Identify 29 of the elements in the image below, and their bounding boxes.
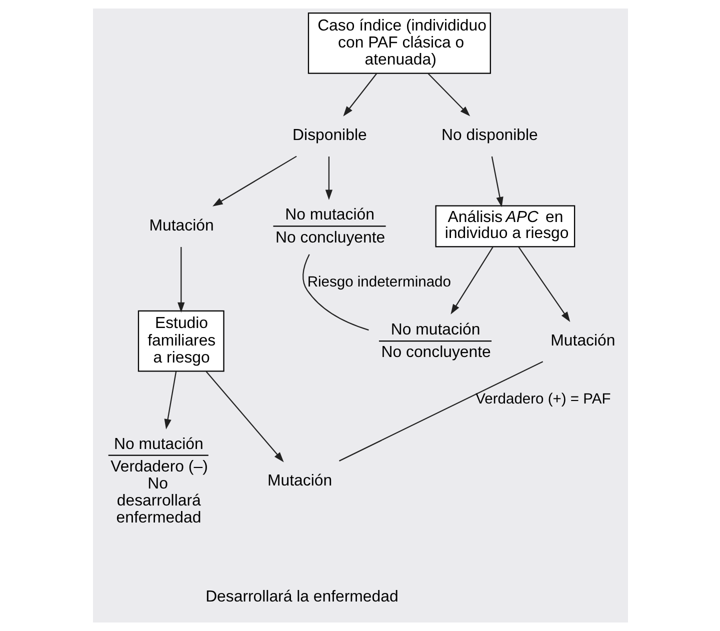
node-text: Disponible: [292, 127, 366, 144]
node-text: No disponible: [441, 127, 538, 144]
arrow: [450, 246, 493, 314]
arrow: [342, 73, 377, 116]
node-text: Mutación: [550, 332, 615, 350]
node-text: Mutación: [267, 472, 332, 490]
node-label: No mutación: [284, 206, 374, 224]
node-box: Análisis APC en individuo a riesgo: [434, 205, 575, 248]
node-label: No mutación: [114, 436, 203, 453]
node-label: No concluyente: [380, 344, 490, 362]
arrow: [205, 371, 284, 462]
arrow: [518, 246, 570, 322]
node-label: No concluyente: [275, 229, 385, 246]
node-box: Estudio familiares a riesgo: [137, 310, 224, 372]
edge-label: Riesgo indeterminado: [306, 274, 450, 290]
connector: [302, 254, 368, 331]
edge-label: Verdadero (+) = PAF: [475, 392, 610, 408]
arrow: [427, 73, 470, 116]
node-label: Verdadero (–) No desarrollará enfermedad: [110, 458, 208, 527]
node-text: Mutación: [148, 217, 214, 234]
arrow: [164, 371, 176, 430]
connector: [338, 361, 543, 462]
arrow: [490, 156, 503, 208]
node-label: No mutación: [390, 321, 480, 338]
arrow: [212, 156, 296, 206]
arrow: [324, 156, 332, 200]
node-box: Caso índice (individiduo con PAF clásica o atenuada): [307, 12, 490, 74]
arrow: [177, 246, 184, 313]
label: Desarrollará la enfermedad: [205, 588, 398, 606]
